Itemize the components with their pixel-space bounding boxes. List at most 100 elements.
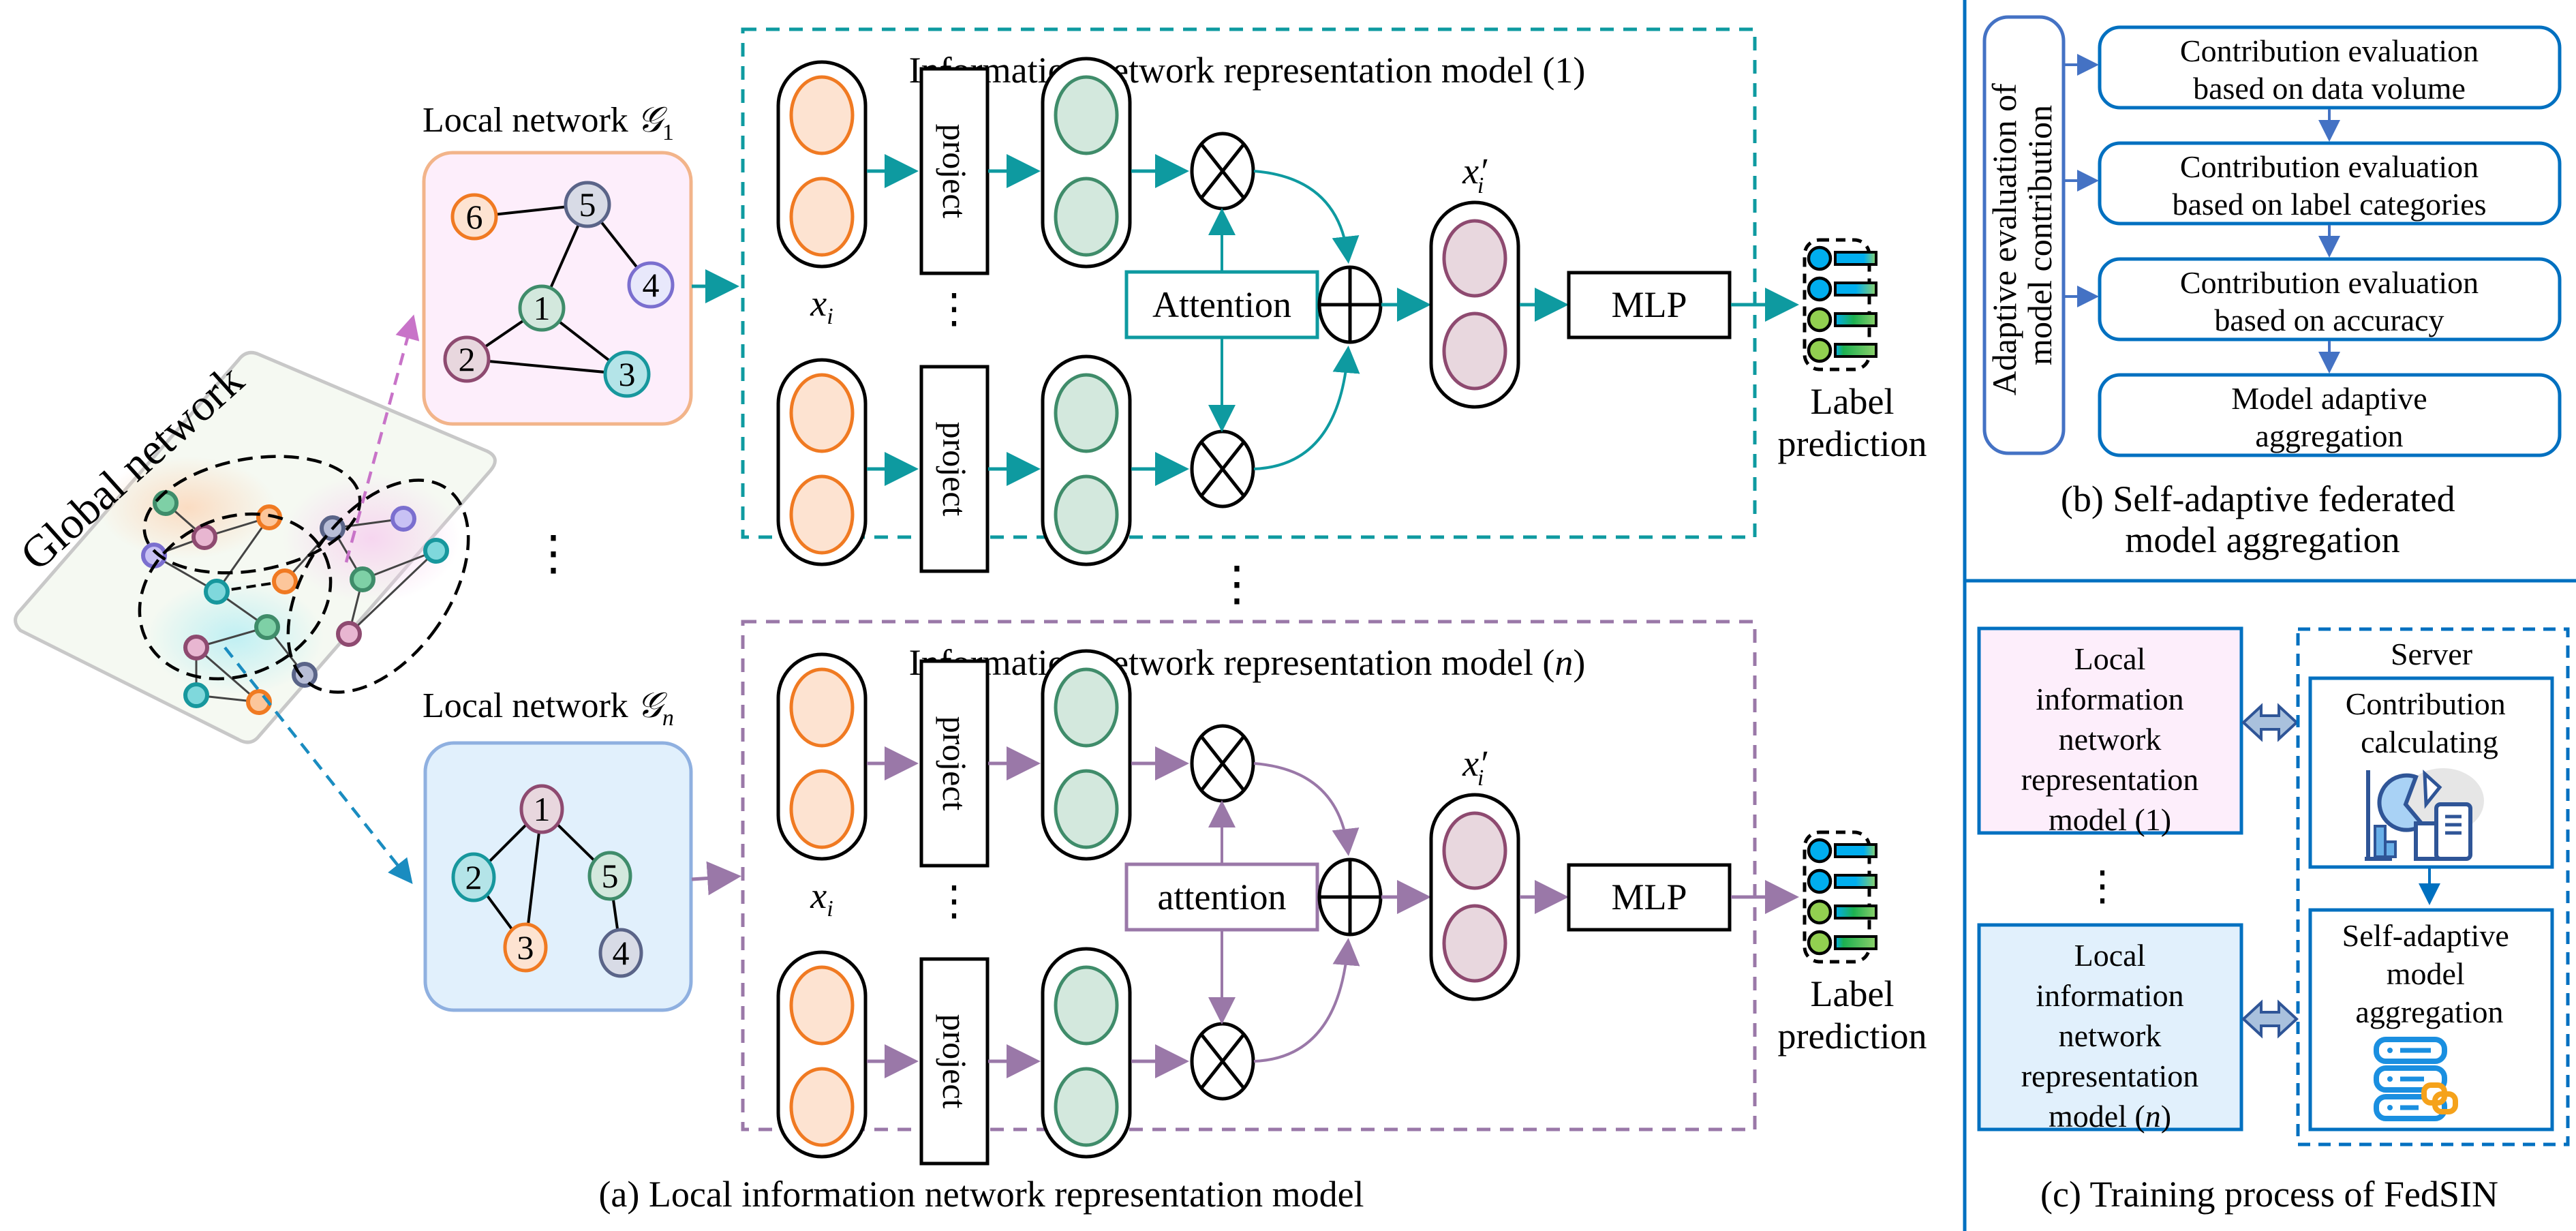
panel-b: Adaptive evaluation of model contributio… xyxy=(1982,15,2562,560)
chart-report-icon xyxy=(2365,768,2484,861)
model-ellipsis: ⋮ xyxy=(1213,558,1261,611)
graph-node-label: 5 xyxy=(602,857,619,895)
project-block xyxy=(919,957,990,1166)
input-vector-label: xi xyxy=(810,283,833,329)
output-node xyxy=(1442,811,1507,890)
model-1: Information network representation model… xyxy=(741,27,1927,573)
local-network-1-title: Local network 𝒢1 xyxy=(423,101,674,145)
client-model-box xyxy=(1977,626,2243,835)
local-network-ellipsis: ⋮ xyxy=(530,528,577,580)
projected-node xyxy=(1054,965,1119,1046)
input-node xyxy=(789,474,855,555)
mlp-block xyxy=(1567,863,1732,932)
attention-label: attention xyxy=(1158,877,1287,917)
project-label: project xyxy=(936,716,974,811)
label-prediction-title: prediction xyxy=(1778,1016,1927,1057)
graph-node xyxy=(450,193,498,241)
projected-node xyxy=(1054,667,1119,748)
graph-node-label: 1 xyxy=(534,790,551,828)
global-edge-dashed xyxy=(216,580,286,593)
bidirectional-arrow-icon xyxy=(2241,999,2299,1039)
global-node xyxy=(292,662,318,688)
mlp-block xyxy=(1567,271,1732,339)
graph-node xyxy=(451,852,496,902)
projected-node xyxy=(1054,769,1119,849)
contribution-calculating-label: Contribution calculating xyxy=(2346,686,2514,759)
global-node xyxy=(204,579,230,605)
input-node xyxy=(789,965,855,1046)
label-class-dot xyxy=(1807,307,1833,333)
client-model-label: information xyxy=(2036,978,2183,1013)
attention-block xyxy=(1124,270,1319,339)
project-label: project xyxy=(936,1014,974,1109)
global-node xyxy=(423,538,449,564)
arrow-local-n-to-model-n xyxy=(691,861,741,896)
label-class-dot xyxy=(1807,245,1833,271)
project-block xyxy=(919,659,990,868)
graph-node-label: 1 xyxy=(534,289,551,327)
attention-block xyxy=(1124,862,1319,932)
input-vector-label: xi xyxy=(810,875,833,922)
attention-label: Attention xyxy=(1152,284,1291,325)
input-node xyxy=(789,373,855,453)
output-node xyxy=(1442,311,1507,391)
evaluation-step-box xyxy=(2098,257,2562,341)
server-box xyxy=(2296,627,2570,1146)
global-node xyxy=(272,568,298,594)
graph-node xyxy=(603,350,651,398)
client-model-label: representation xyxy=(2021,1059,2199,1093)
output-node xyxy=(1442,219,1507,298)
output-node xyxy=(1442,904,1507,983)
client-model-label: network xyxy=(2059,722,2162,757)
project-label: project xyxy=(936,124,974,219)
evaluation-step-label: aggregation xyxy=(2255,419,2403,453)
global-node xyxy=(254,614,280,640)
arrow xyxy=(1253,346,1360,470)
caption-b: (b) Self-adaptive federated model aggreg… xyxy=(2061,478,2464,560)
label-class-dot xyxy=(1807,276,1833,302)
global-edge xyxy=(348,549,438,635)
graph-node-label: 3 xyxy=(619,355,636,393)
project-block xyxy=(919,67,990,275)
caption-a: (a) Local information network representa… xyxy=(598,1174,1364,1215)
projected-node xyxy=(1054,373,1119,453)
graph-node-label: 3 xyxy=(517,928,534,967)
arrow xyxy=(1253,762,1360,856)
client-model-label: model (n) xyxy=(2049,1099,2171,1134)
label-class-bar xyxy=(1834,343,1877,358)
client-model-label: network xyxy=(2059,1018,2162,1053)
graph-node xyxy=(587,851,632,901)
panel-c: Local information network representation mod… xyxy=(1977,626,2570,1215)
label-class-bar xyxy=(1834,312,1877,327)
label-class-bar xyxy=(1834,874,1877,889)
graph-edge xyxy=(466,358,628,376)
global-network-plane xyxy=(14,350,497,744)
client-model-label: Local xyxy=(2074,938,2146,973)
mlp-label: MLP xyxy=(1611,284,1687,325)
evaluation-step-label: based on accuracy xyxy=(2214,303,2444,337)
server-link-icon xyxy=(2374,1037,2458,1121)
input-node xyxy=(789,769,855,849)
arrow xyxy=(1253,938,1360,1063)
client-model-label: model (1) xyxy=(2049,802,2171,837)
graph-node xyxy=(518,284,566,332)
global-edge xyxy=(362,549,437,581)
graph-node-label: 6 xyxy=(466,198,483,236)
output-vector-label: x′i xyxy=(1462,151,1488,198)
graph-node xyxy=(443,335,491,383)
adaptive-evaluation-label: Adaptive evaluation of model contributio… xyxy=(1985,75,2059,396)
model-n: Information network representation model… xyxy=(741,620,1927,1166)
server-label: Server xyxy=(2391,637,2472,671)
cluster-boundary xyxy=(138,512,333,681)
input-node xyxy=(789,177,855,257)
graph-node xyxy=(598,928,643,978)
label-prediction-title: prediction xyxy=(1778,423,1927,464)
global-node xyxy=(183,635,209,660)
model-title: Information network representation model… xyxy=(909,642,1586,683)
client-ellipsis: ⋮ xyxy=(2082,864,2123,909)
client-model-label: representation xyxy=(2021,762,2199,797)
label-class-bar xyxy=(1834,251,1877,266)
arrow-global-to-local-n xyxy=(224,646,413,885)
